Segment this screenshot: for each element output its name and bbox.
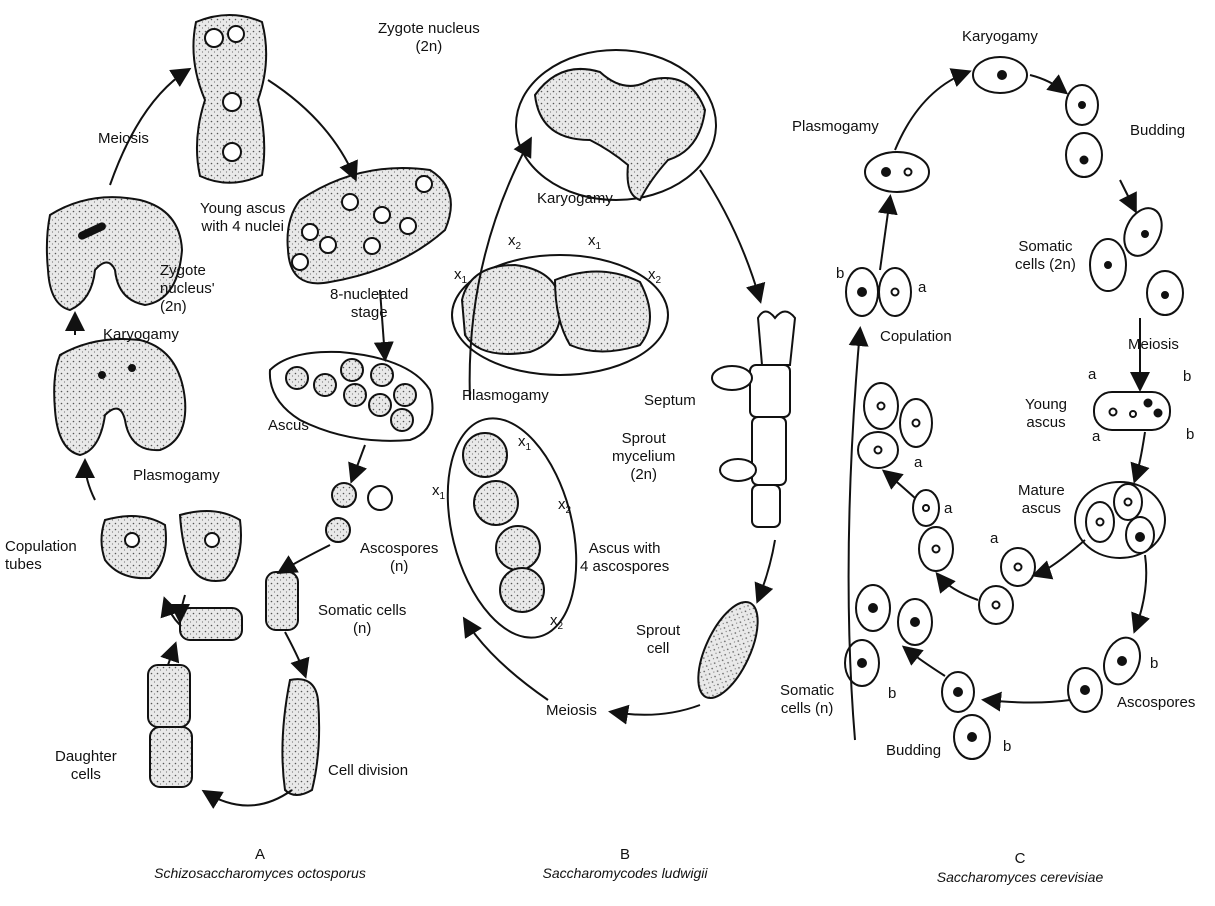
label-a-cell-division: Cell division — [328, 762, 408, 780]
tag-b-x2-ascus: x2 — [558, 496, 571, 516]
label-c-plasmogamy: Plasmogamy — [792, 118, 879, 136]
tag-b-x2-right: x2 — [648, 266, 661, 286]
tag-c-a-young-bottom: a — [1092, 428, 1100, 445]
label-a-young-ascus: Young ascus with 4 nuclei — [200, 200, 285, 236]
caption-a: A Schizosaccharomyces octosporus — [150, 846, 370, 882]
caption-b-species: Saccharomycodes ludwigii — [515, 864, 735, 882]
label-c-somatic-2n: Somatic cells (2n) — [1015, 238, 1076, 274]
plasmogamy-cell — [54, 339, 185, 455]
caption-c-letter: C — [910, 850, 1130, 868]
tag-b-x1-left: x1 — [454, 266, 467, 286]
label-a-copulation-tubes: Copulation tubes — [5, 538, 77, 574]
tag-b-x1-top: x1 — [588, 232, 601, 252]
tag-c-b-young-bottom: b — [1186, 426, 1194, 443]
label-a-ascospores: Ascospores (n) — [360, 540, 438, 576]
tag-c-b-young-top: b — [1183, 368, 1191, 385]
tag-c-b-copulation: b — [836, 265, 844, 282]
tag-c-a-copulation: a — [918, 279, 926, 296]
label-a-8-nucleated: 8-nucleated stage — [330, 286, 408, 322]
label-b-meiosis: Meiosis — [546, 702, 597, 720]
label-b-karyogamy: Karyogamy — [537, 190, 613, 208]
label-c-meiosis: Meiosis — [1128, 336, 1179, 354]
label-b-zygote-nucleus: Zygote nucleus (2n) — [378, 20, 480, 56]
tag-c-a-bud: a — [944, 500, 952, 517]
panel-b-artwork — [427, 50, 795, 706]
tag-b-x1-ascus-left: x1 — [432, 482, 445, 502]
tag-c-b-somatic: b — [888, 685, 896, 702]
caption-b-letter: B — [515, 846, 735, 864]
label-a-meiosis: Meiosis — [98, 130, 149, 148]
label-a-daughter-cells: Daughter cells — [55, 748, 117, 784]
label-c-ascospores: Ascospores — [1117, 694, 1195, 712]
label-b-ascus-with-4: Ascus with 4 ascospores — [580, 540, 669, 576]
label-a-ascus: Ascus — [268, 417, 309, 435]
tag-c-a-left: a — [914, 454, 922, 471]
label-c-budding-top: Budding — [1130, 122, 1185, 140]
label-a-zygote-nucleus: Zygote nucleus' (2n) — [160, 262, 215, 316]
label-b-septum: Septum — [644, 392, 696, 410]
sprout-cell — [686, 594, 770, 707]
panel-c-artwork — [845, 57, 1183, 759]
label-b-sprout-mycelium: Sprout mycelium (2n) — [612, 430, 675, 484]
label-c-mature-ascus: Mature ascus — [1018, 482, 1065, 518]
label-c-young-ascus: Young ascus — [1025, 396, 1067, 432]
caption-c: C Saccharomyces cerevisiae — [910, 850, 1130, 886]
tag-c-a-young-top: a — [1088, 366, 1096, 383]
caption-b: B Saccharomycodes ludwigii — [515, 846, 735, 882]
tag-c-b-budding: b — [1003, 738, 1011, 755]
tag-b-x2-bottom: x2 — [550, 612, 563, 632]
label-c-somatic-n: Somatic cells (n) — [780, 682, 834, 718]
sprout-mycelium — [712, 312, 795, 528]
label-c-karyogamy: Karyogamy — [962, 28, 1038, 46]
label-b-plasmogamy: Plasmogamy — [462, 387, 549, 405]
plasmogamy-cell — [865, 152, 929, 192]
label-c-budding-bottom: Budding — [886, 742, 941, 760]
label-a-karyogamy: Karyogamy — [103, 326, 179, 344]
label-a-somatic-cells: Somatic cells (n) — [318, 602, 406, 638]
caption-a-species: Schizosaccharomyces octosporus — [150, 864, 370, 882]
label-b-sprout-cell: Sprout cell — [636, 622, 680, 658]
tag-b-x2-top: x2 — [508, 232, 521, 252]
caption-c-species: Saccharomyces cerevisiae — [910, 868, 1130, 886]
label-a-plasmogamy: Plasmogamy — [133, 467, 220, 485]
caption-a-letter: A — [150, 846, 370, 864]
tag-b-x1-ascus: x1 — [518, 433, 531, 453]
label-c-copulation: Copulation — [880, 328, 952, 346]
tag-c-b-ascospore: b — [1150, 655, 1158, 672]
tag-c-a-spore: a — [990, 530, 998, 547]
